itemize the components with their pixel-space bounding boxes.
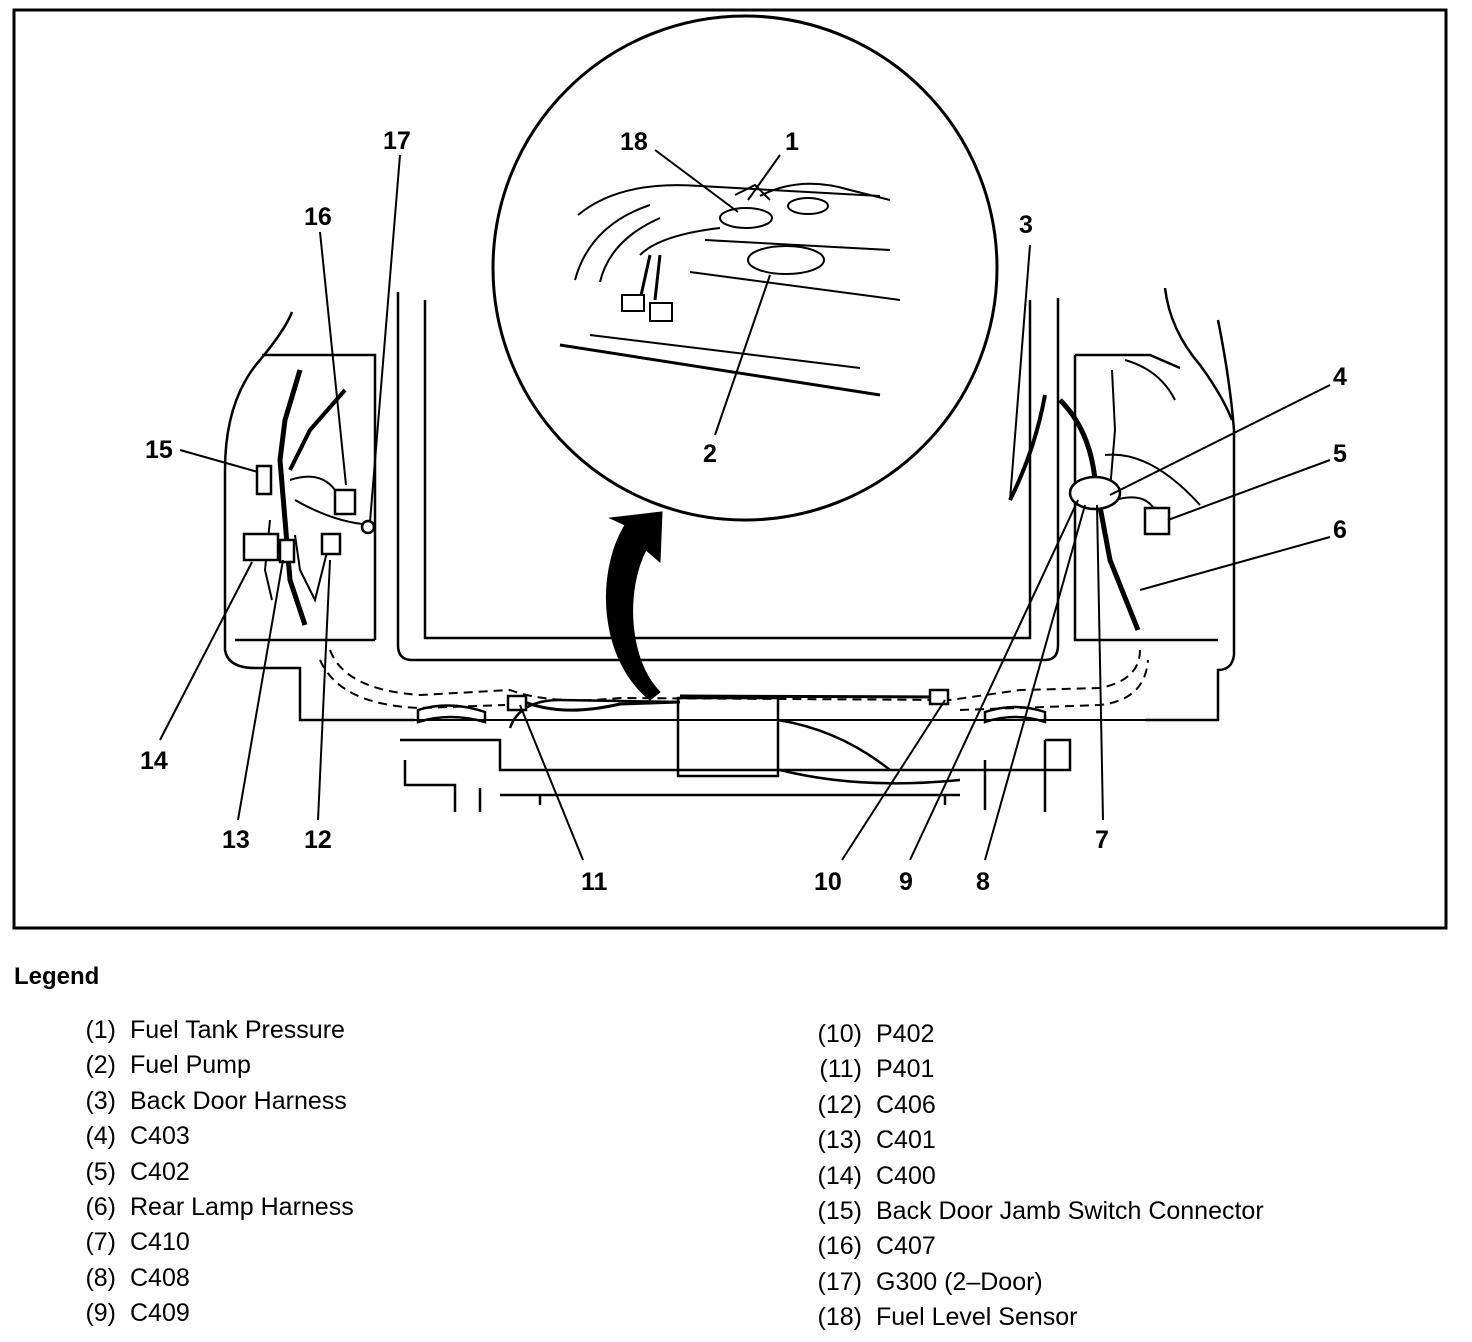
legend-item-number: (6) (85, 1192, 116, 1221)
callout-2: 2 (703, 440, 717, 468)
callout-16: 16 (304, 203, 332, 231)
legend-item: (17) G300 (2–Door) (812, 1265, 1264, 1300)
legend-item-number: (3) (85, 1086, 116, 1115)
callout-6: 6 (1333, 516, 1347, 544)
legend-item: (7) C410 (78, 1225, 354, 1260)
legend-item-text: C407 (876, 1232, 936, 1261)
callout-4: 4 (1333, 363, 1347, 391)
callout-17: 17 (383, 127, 411, 155)
connector-c402 (1143, 506, 1171, 536)
legend-item-number: (11) (819, 1055, 862, 1084)
legend-item: (10) P402 (812, 1017, 1264, 1052)
legend-item-text: Fuel Tank Pressure (130, 1016, 345, 1044)
ground-g300 (360, 519, 376, 535)
legend-item-number: (7) (85, 1228, 116, 1257)
legend-item: (8) C408 (78, 1261, 354, 1296)
connectors (242, 464, 1171, 712)
legend-item: (5) C402 (78, 1155, 354, 1190)
legend-item-number: (18) (817, 1303, 862, 1332)
legend-item-number: (17) (817, 1267, 862, 1296)
legend-item-number: (2) (85, 1051, 116, 1080)
legend-item: (3) Back Door Harness (78, 1084, 354, 1119)
legend-item-text: C401 (876, 1126, 936, 1155)
callout-9: 9 (899, 868, 913, 896)
detail-magnifier (491, 14, 999, 522)
legend-item-text: Fuel Pump (130, 1051, 251, 1080)
callout-labels: 1 2 3 4 5 6 7 8 9 10 11 12 13 14 15 16 1… (140, 127, 1347, 896)
legend-item: (1) Fuel Tank Pressure (78, 1013, 354, 1048)
callout-10: 10 (814, 868, 842, 896)
legend-item-number: (8) (85, 1263, 116, 1292)
legend-item-text: Back Door Jamb Switch Connector (876, 1196, 1264, 1225)
leader-lines (159, 149, 1331, 861)
connector-c407 (333, 488, 357, 516)
legend-column-left: (1) Fuel Tank Pressure (2) Fuel Pump (3) Ba… (78, 1013, 354, 1332)
diagram-frame (12, 8, 1448, 930)
legend-item-text: C403 (130, 1122, 190, 1151)
legend-item: (15) Back Door Jamb Switch Connector (812, 1194, 1264, 1229)
callout-15: 15 (145, 436, 173, 464)
callout-8: 8 (976, 868, 990, 896)
connector-c406 (320, 532, 342, 556)
legend-item-text: Back Door Harness (130, 1086, 347, 1115)
legend-item-number: (14) (817, 1161, 862, 1190)
legend-item: (18) Fuel Level Sensor (812, 1300, 1264, 1335)
legend-item: (4) C403 (78, 1119, 354, 1154)
legend-item-text: C410 (130, 1228, 190, 1257)
legend-item: (14) C400 (812, 1159, 1264, 1194)
connector-cluster-right (1068, 475, 1122, 511)
legend-column-right: (10) P402 (11) P401 (12) C406 (13) C401 (14)… (812, 1017, 1264, 1336)
zoom-arrow (605, 511, 663, 701)
legend-item: (2) Fuel Pump (78, 1048, 354, 1083)
legend-item-text: P402 (876, 1020, 935, 1048)
legend-item-text: Fuel Level Sensor (876, 1303, 1078, 1332)
legend-item-number: (9) (85, 1299, 116, 1328)
callout-12: 12 (304, 826, 332, 854)
legend-item-number: (16) (817, 1232, 862, 1261)
legend-item-text: C402 (130, 1157, 190, 1186)
connector-p402 (928, 688, 950, 706)
legend-item-number: (15) (817, 1196, 862, 1225)
callout-18: 18 (620, 128, 648, 156)
wiring-diagram: 1 2 3 4 5 6 7 8 9 10 11 12 13 14 15 16 1… (12, 8, 1448, 930)
legend-item-number: (5) (85, 1157, 116, 1186)
callout-13: 13 (222, 826, 250, 854)
legend-item-text: C409 (130, 1299, 190, 1328)
legend-item-text: G300 (2–Door) (876, 1267, 1043, 1296)
legend-item: (11) P401 (812, 1052, 1264, 1087)
callout-3: 3 (1019, 211, 1033, 239)
legend-item-text: C406 (876, 1090, 936, 1119)
legend-item-text: C400 (876, 1161, 936, 1190)
connector-c400 (242, 532, 280, 562)
legend-item-text: C408 (130, 1263, 190, 1292)
legend-item: (16) C407 (812, 1229, 1264, 1264)
legend-item-text: Rear Lamp Harness (130, 1192, 354, 1221)
connector-jamb-switch (255, 464, 273, 496)
legend-item-number: (12) (817, 1090, 862, 1119)
legend-item: (6) Rear Lamp Harness (78, 1190, 354, 1225)
legend-item-number: (10) (817, 1020, 862, 1048)
legend-item-number: (4) (85, 1122, 116, 1151)
legend-item: (13) C401 (812, 1123, 1264, 1158)
legend-item-text: P401 (876, 1055, 935, 1084)
legend-title: Legend (14, 963, 100, 990)
legend-item: (9) C409 (78, 1296, 354, 1331)
callout-11: 11 (581, 868, 608, 896)
callout-14: 14 (140, 747, 168, 775)
legend-item: (12) C406 (812, 1088, 1264, 1123)
connector-p401 (506, 694, 528, 712)
callout-5: 5 (1333, 440, 1347, 468)
callout-1: 1 (785, 128, 799, 156)
legend-item-number: (13) (817, 1126, 862, 1155)
callout-7: 7 (1095, 826, 1109, 854)
legend-item-number: (1) (85, 1016, 116, 1044)
connector-c401 (278, 538, 296, 564)
harness-routing (263, 359, 1201, 712)
